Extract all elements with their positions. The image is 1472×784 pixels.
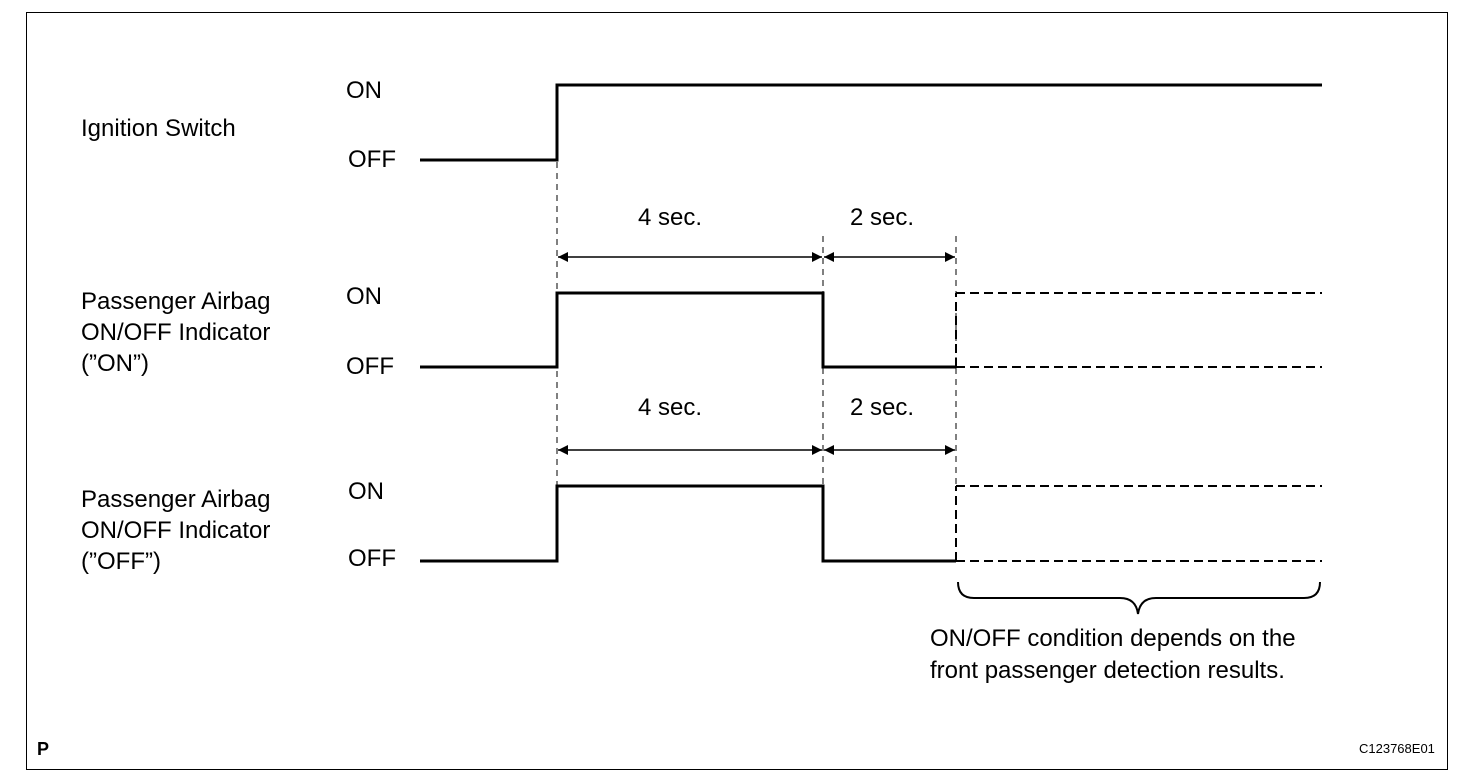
indicator-off-uncertain [955,485,1322,562]
indicator-on-label-line1: Passenger Airbag [81,288,271,315]
indicator-off-waveform [420,484,956,563]
ignition-switch-label: Ignition Switch [81,115,236,142]
indicator-on-on-level: ON [346,283,382,310]
ignition-waveform [420,83,1322,162]
indicator-off-on-level: ON [348,478,384,505]
ignition-on-level: ON [346,77,382,104]
indicator-on-uncertain [955,292,1322,368]
indicator-off-label-line3: (”OFF”) [81,548,161,575]
indicator-on-off-level: OFF [346,353,394,380]
indicator-off-label-line2: ON/OFF Indicator [81,517,271,544]
timing-4sec-row2: 4 sec. [638,394,703,421]
indicator-on-label-line2: ON/OFF Indicator [81,319,271,346]
indicator-on-label-line3: (”ON”) [81,350,149,377]
timing-2sec-row1: 2 sec. [850,204,915,231]
figure-frame [26,12,1448,770]
timing-4sec-row1: 4 sec. [638,204,703,231]
note-line1: ON/OFF condition depends on the [930,625,1296,652]
indicator-off-label-line1: Passenger Airbag [81,486,271,513]
brace [957,581,1321,615]
ignition-off-level: OFF [348,146,396,173]
indicator-off-off-level: OFF [348,545,396,572]
note-line2: front passenger detection results. [930,657,1285,684]
corner-letter: P [37,739,50,759]
figure-id: C123768E01 [1359,741,1435,756]
indicator-on-waveform [420,291,956,369]
timing-2sec-row2: 2 sec. [850,394,915,421]
